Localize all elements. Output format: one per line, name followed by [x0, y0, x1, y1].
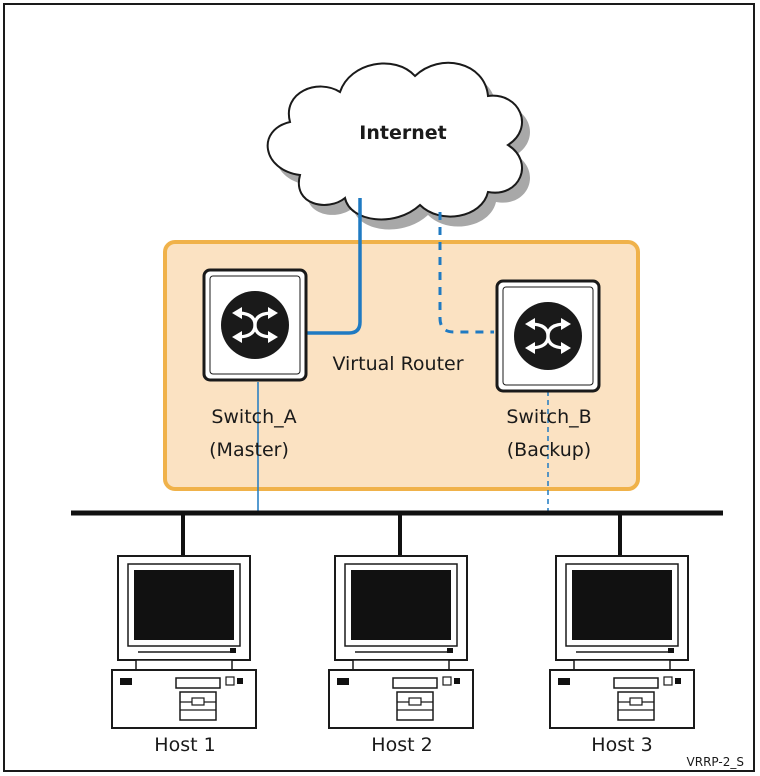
- host-2-icon: [328, 555, 474, 729]
- host-2-label: Host 2: [371, 734, 432, 756]
- switch-b-icon: [495, 279, 601, 393]
- switch-b-role: (Backup): [507, 439, 591, 461]
- host-1-icon: [111, 555, 257, 729]
- host-1-label: Host 1: [154, 734, 215, 756]
- switch-b-name: Switch_B: [506, 406, 591, 428]
- host-3-label: Host 3: [591, 734, 652, 756]
- switch-a-icon: [202, 268, 308, 382]
- host-3-icon: [549, 555, 695, 729]
- switch-a-name: Switch_A: [211, 406, 296, 428]
- switch-a-role: (Master): [209, 439, 289, 461]
- backup-uplink: [438, 212, 494, 334]
- master-uplink: [306, 198, 362, 335]
- cloud-label: Internet: [359, 122, 446, 144]
- virtual-router-label: Virtual Router: [332, 353, 463, 375]
- figure-id: VRRP-2_S: [687, 755, 744, 769]
- internet-cloud: [266, 61, 530, 230]
